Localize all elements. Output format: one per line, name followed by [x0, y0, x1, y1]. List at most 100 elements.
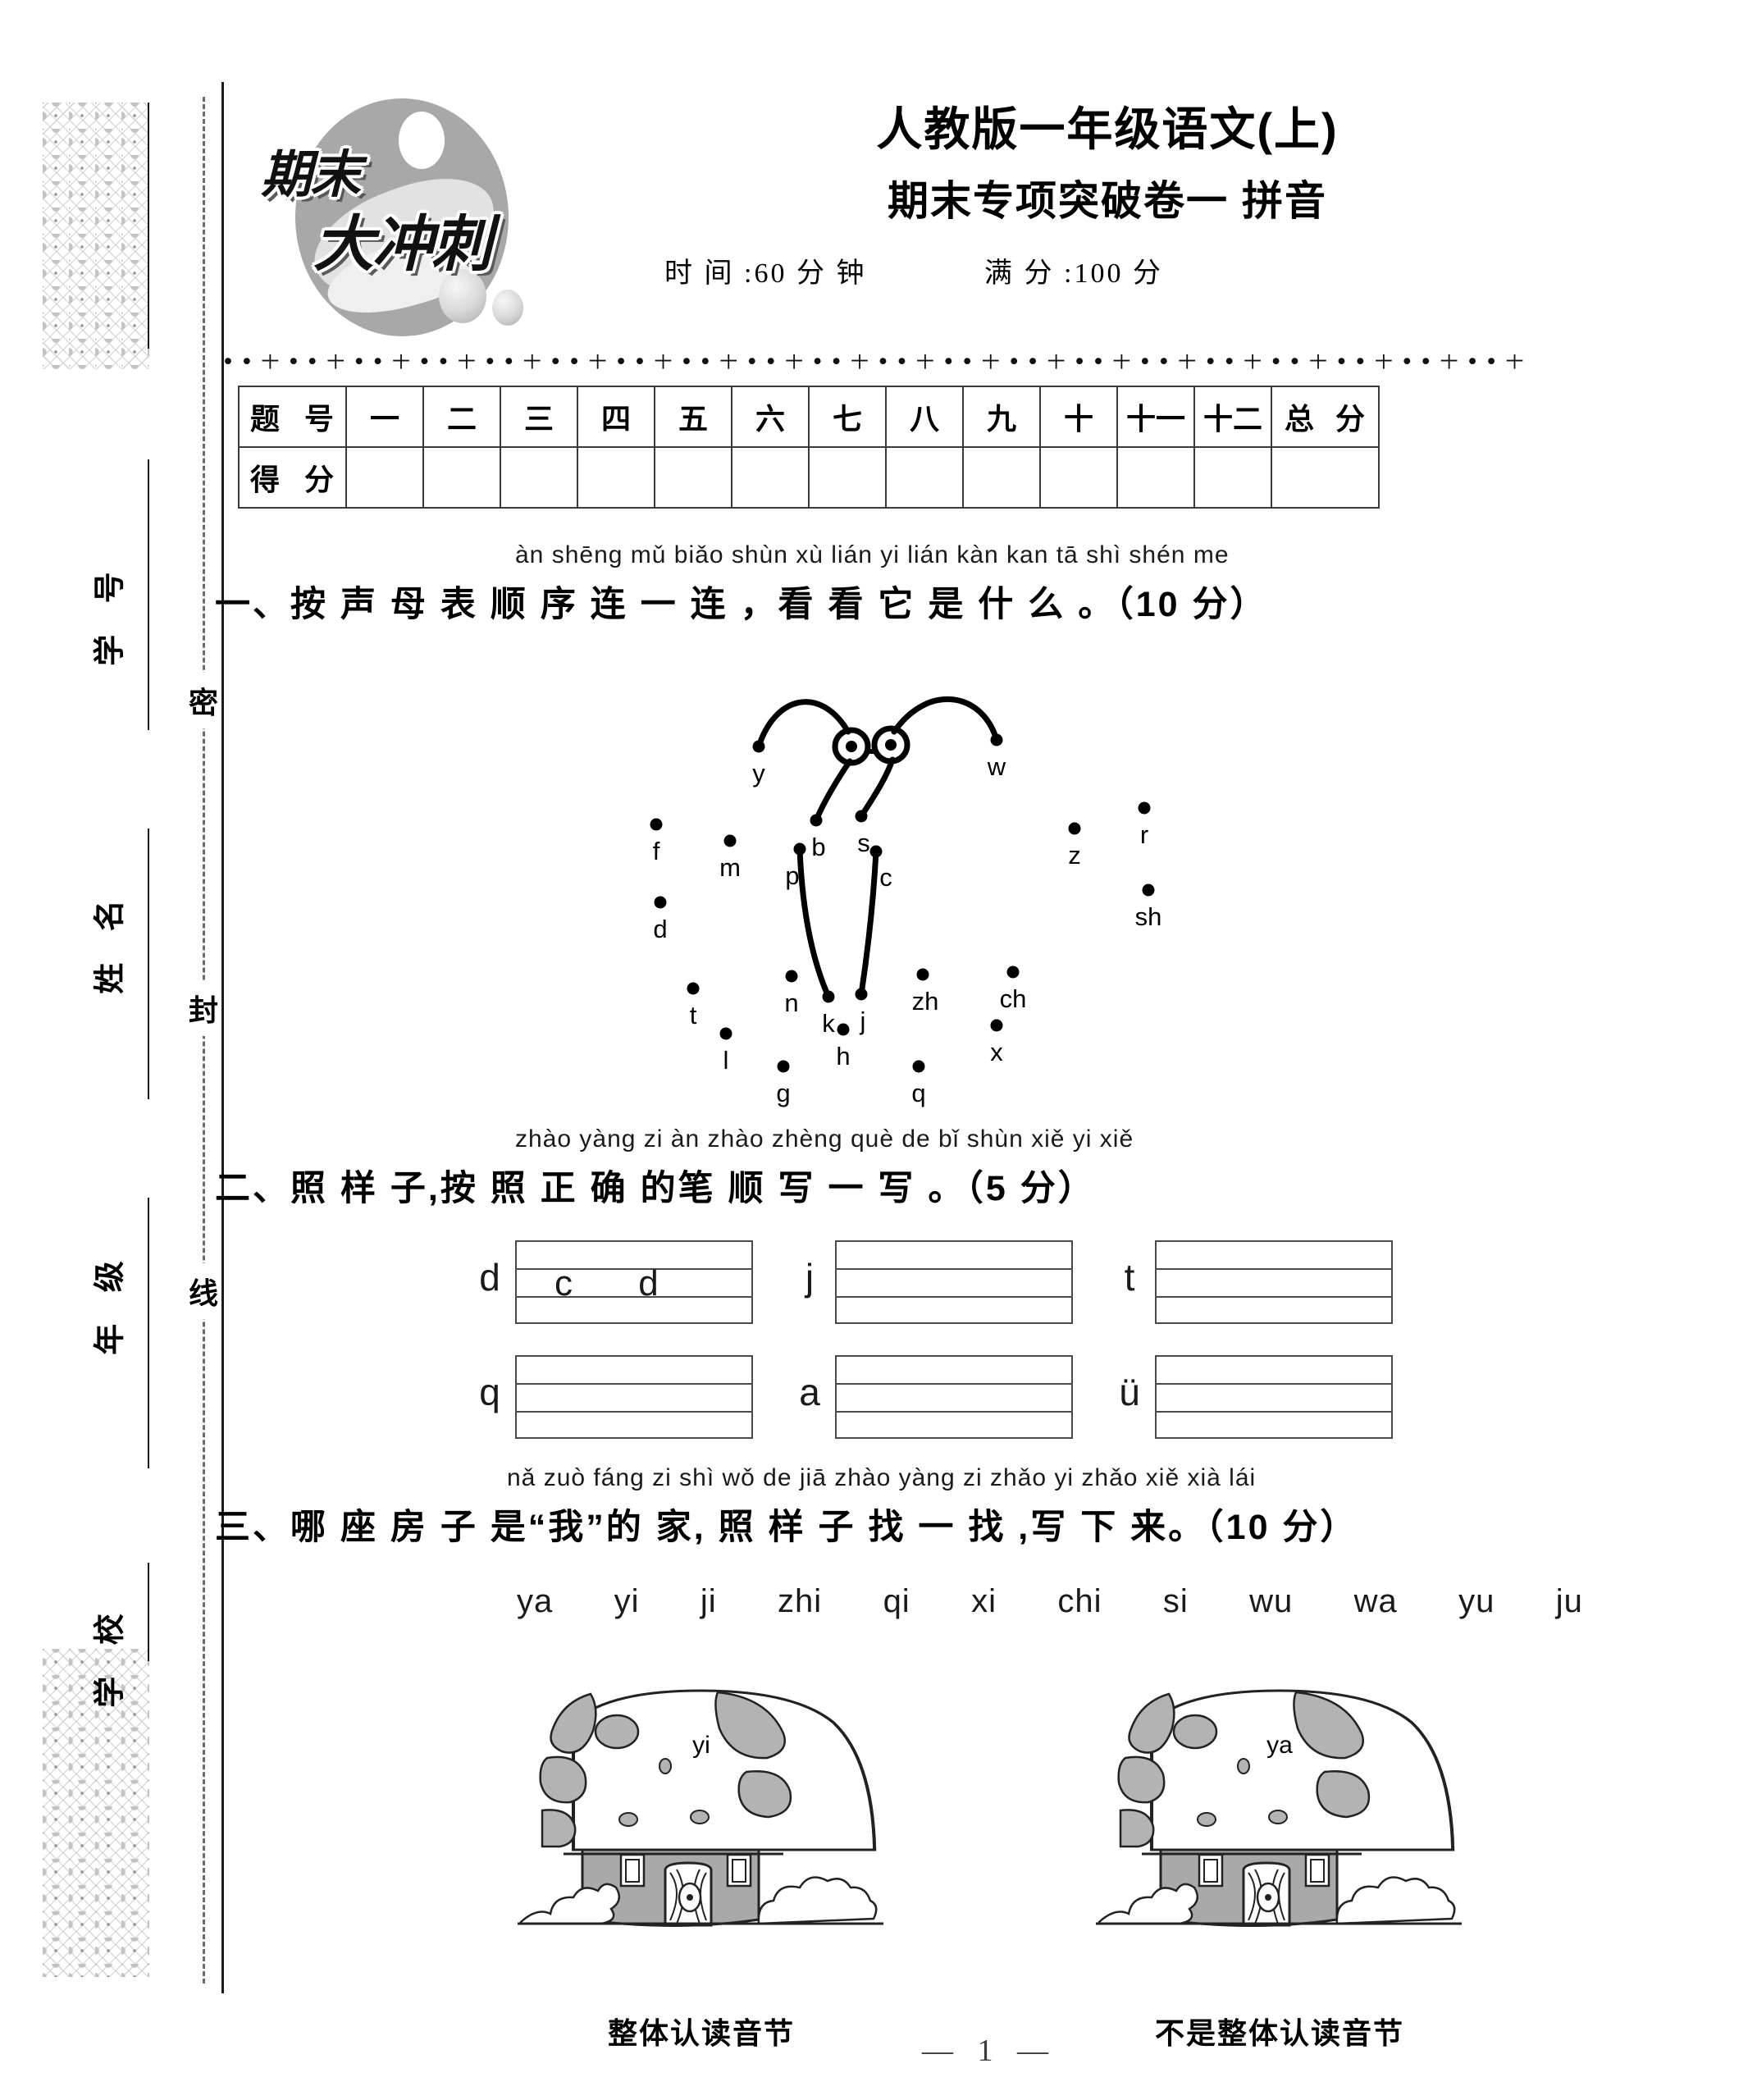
table-col-total: 总 分 — [1271, 386, 1380, 448]
puzzle-dot-k[interactable] — [822, 990, 835, 1003]
syllable-option-ju[interactable]: ju — [1555, 1583, 1583, 1619]
puzzle-dot-j[interactable] — [855, 988, 868, 1001]
score-cell-11[interactable] — [1116, 446, 1195, 509]
syllable-option-si[interactable]: si — [1162, 1583, 1189, 1619]
syllable-option-qi[interactable]: qi — [883, 1583, 910, 1619]
exam-total-label: 满 分 :100 分 — [984, 258, 1163, 289]
syllable-option-chi[interactable]: chi — [1057, 1583, 1102, 1619]
sidebar-label-student-id: 学 号 — [93, 560, 128, 666]
puzzle-dot-p[interactable] — [793, 842, 806, 856]
sidebar-rule-5 — [148, 1563, 149, 1661]
four-line-box[interactable] — [1155, 1355, 1393, 1439]
question-3-pinyin: nǎ zuò fáng zi shì wǒ de jiā zhào yàng z… — [507, 1464, 1257, 1491]
syllable-option-ji[interactable]: ji — [700, 1583, 717, 1619]
score-cell-6[interactable] — [731, 446, 810, 509]
score-cell-12[interactable] — [1193, 446, 1272, 509]
sidebar-rule-3 — [148, 829, 149, 1099]
puzzle-dot-n[interactable] — [785, 970, 798, 983]
puzzle-dot-s[interactable] — [855, 810, 868, 823]
puzzle-dot-sh[interactable] — [1142, 883, 1155, 897]
syllable-option-xi[interactable]: xi — [971, 1583, 997, 1619]
table-col-9: 九 — [962, 386, 1041, 448]
four-line-mid-1 — [517, 1383, 751, 1385]
four-line-box[interactable]: c d — [515, 1240, 753, 1324]
syllable-option-yi[interactable]: yi — [614, 1583, 640, 1619]
puzzle-dot-d[interactable] — [654, 896, 667, 909]
puzzle-dot-q[interactable] — [912, 1060, 925, 1073]
puzzle-dot-x[interactable] — [990, 1019, 1003, 1032]
score-cell-9[interactable] — [962, 446, 1041, 509]
syllable-option-zhi[interactable]: zhi — [778, 1583, 823, 1619]
table-col-6: 六 — [731, 386, 810, 448]
puzzle-dot-g[interactable] — [777, 1060, 790, 1073]
mushroom-house-illustration — [1096, 1689, 1462, 1927]
puzzle-dot-label-d: d — [653, 915, 668, 943]
score-cell-2[interactable] — [422, 446, 501, 509]
four-line-box[interactable] — [835, 1355, 1073, 1439]
four-line-box[interactable] — [1155, 1240, 1393, 1324]
puzzle-dot-ch[interactable] — [1006, 966, 1020, 979]
page-left-border — [221, 82, 224, 1993]
seal-char-mi: 密 — [168, 673, 239, 728]
four-line-mid-2 — [517, 1296, 751, 1298]
four-line-mid-2 — [1157, 1411, 1391, 1413]
table-col-1: 一 — [345, 386, 424, 448]
table-col-3: 三 — [500, 386, 578, 448]
sidebar-rule-1 — [148, 103, 149, 349]
mushroom-caption: 整体认读音节 — [607, 2016, 795, 2050]
four-line-mid-2 — [837, 1296, 1071, 1298]
syllable-option-wa[interactable]: wa — [1353, 1583, 1398, 1619]
puzzle-dot-h[interactable] — [837, 1023, 850, 1036]
question-3-text: 三、哪 座 房 子 是“我”的 家, 照 样 子 找 一 找 ,写 下 来。（1… — [215, 1508, 1358, 1547]
syllable-option-wu[interactable]: wu — [1249, 1583, 1294, 1619]
puzzle-dot-label-sh: sh — [1134, 902, 1162, 931]
score-cell-5[interactable] — [654, 446, 732, 509]
writing-sample-text: c d — [554, 1263, 687, 1303]
score-cell-10[interactable] — [1039, 446, 1118, 509]
puzzle-dot-t[interactable] — [687, 982, 700, 995]
puzzle-dot-f[interactable] — [650, 818, 663, 831]
mushroom-house-not-whole-syllables[interactable]: ya 不是整体认读音节 — [1091, 1686, 1468, 2050]
four-line-mid-1 — [837, 1383, 1071, 1385]
table-row-question-numbers: 题 号 一 二 三 四 五 六 七 八 九 十 十一 十二 总 分 — [238, 386, 1380, 448]
syllable-option-yu[interactable]: yu — [1458, 1583, 1495, 1619]
table-col-2: 二 — [422, 386, 501, 448]
four-line-box[interactable] — [835, 1240, 1073, 1324]
score-cell-4[interactable] — [577, 446, 655, 509]
logo-runner-head — [399, 112, 445, 169]
score-cell-8[interactable] — [885, 446, 964, 509]
puzzle-dot-label-b: b — [811, 833, 826, 861]
score-cell-7[interactable] — [808, 446, 887, 509]
puzzle-dot-c[interactable] — [869, 845, 883, 858]
four-line-box[interactable] — [515, 1355, 753, 1439]
mushroom-house-illustration — [518, 1689, 883, 1927]
score-cell-3[interactable] — [500, 446, 578, 509]
exam-header: 期末 大冲刺 人教版一年级语文(上) 期末专项突破卷一 拼音 时 间 :60 分… — [221, 78, 1757, 349]
puzzle-dot-zh[interactable] — [916, 968, 929, 981]
table-header-score: 得 分 — [238, 446, 347, 509]
puzzle-dot-label-zh: zh — [911, 987, 939, 1016]
puzzle-dot-m[interactable] — [723, 834, 737, 847]
seal-dashed-line — [203, 97, 205, 1984]
puzzle-dot-w[interactable] — [990, 733, 1003, 746]
decorative-pattern-bottom — [43, 1649, 149, 1977]
puzzle-dot-z[interactable] — [1068, 822, 1081, 835]
exam-seal-sidebar: 学 号 姓 名 年 级 学 校 密 封 线 — [0, 0, 239, 2100]
logo-bubble-large — [439, 269, 486, 323]
puzzle-dot-label-l: l — [723, 1046, 729, 1075]
score-cell-1[interactable] — [345, 446, 424, 509]
puzzle-dot-label-h: h — [836, 1042, 851, 1071]
four-line-mid-1 — [1157, 1383, 1391, 1385]
score-cell-total[interactable] — [1271, 446, 1380, 509]
sidebar-label-grade: 年 级 — [93, 1249, 128, 1355]
puzzle-dot-y[interactable] — [752, 740, 765, 753]
puzzle-dot-r[interactable] — [1138, 801, 1151, 815]
question-1-text: 一、按 声 母 表 顺 序 连 一 连 ，看 看 它 是 什 么 。（10 分） — [215, 585, 1268, 624]
puzzle-dot-label-p: p — [785, 861, 800, 890]
puzzle-dot-l[interactable] — [719, 1027, 732, 1040]
mushroom-house-whole-syllables[interactable]: yi 整体认读音节 — [513, 1686, 890, 2050]
syllable-choices-row: ya yi ji zhi qi xi chi si wu wa yu ju — [517, 1583, 1583, 1620]
syllable-option-ya[interactable]: ya — [517, 1583, 554, 1619]
puzzle-dot-b[interactable] — [810, 814, 823, 827]
